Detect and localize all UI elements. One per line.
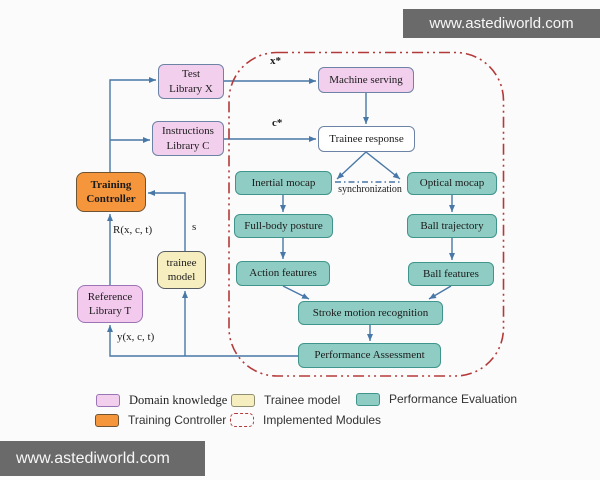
legend-item-implemented-modules: Implemented Modules (230, 413, 381, 427)
legend-label: Performance Evaluation (389, 392, 518, 406)
node-machine-serving: Machine serving (318, 67, 414, 93)
legend-item-training-controller: Training Controller (95, 413, 226, 427)
edge-label-synchronization: synchronization (338, 184, 402, 195)
legend-label: Implemented Modules (263, 413, 382, 427)
implemented-modules-swatch (230, 413, 254, 427)
node-stroke-motion-recognition: Stroke motion recognition (298, 301, 443, 325)
performance-evaluation-swatch (356, 392, 380, 406)
watermark-top: www.astediworld.com (403, 9, 600, 38)
legend-label: Trainee model (264, 393, 341, 407)
edge-label-output: y(x, c, t) (117, 331, 155, 343)
edge-label-s: s (192, 221, 197, 233)
legend-label: Domain knowledge (129, 393, 228, 407)
node-instructions-library-c: Instructions Library C (152, 121, 224, 156)
domain-knowledge-swatch (96, 394, 120, 407)
training-controller-swatch (95, 413, 119, 427)
node-training-controller: Training Controller (76, 172, 146, 212)
node-test-library-x: Test Library X (158, 64, 224, 99)
edge-label-x-star: x* (270, 55, 281, 67)
legend-item-trainee-model: Trainee model (231, 393, 340, 407)
node-ball-trajectory: Ball trajectory (407, 214, 497, 238)
node-inertial-mocap: Inertial mocap (235, 171, 332, 195)
node-performance-assessment: Performance Assessment (298, 343, 441, 368)
edge-label-c-star: c* (272, 117, 283, 129)
legend-item-performance-evaluation: Performance Evaluation (356, 392, 517, 406)
node-action-features: Action features (236, 261, 330, 286)
watermark-text: www.astediworld.com (429, 15, 574, 32)
legend-item-domain-knowledge: Domain knowledge (96, 393, 227, 408)
node-reference-library-t: Reference Library T (77, 285, 143, 323)
node-trainee-response: Trainee response (318, 126, 415, 152)
edge-label-reward: R(x, c, t) (113, 224, 153, 236)
watermark-bottom: www.astediworld.com (0, 441, 205, 476)
node-trainee-model: trainee model (157, 251, 206, 289)
watermark-text: www.astediworld.com (16, 449, 170, 467)
legend-label: Training Controller (128, 413, 227, 427)
node-ball-features: Ball features (408, 262, 494, 286)
trainee-model-swatch (231, 393, 255, 407)
node-optical-mocap: Optical mocap (407, 172, 497, 195)
node-full-body-posture: Full-body posture (234, 214, 333, 238)
